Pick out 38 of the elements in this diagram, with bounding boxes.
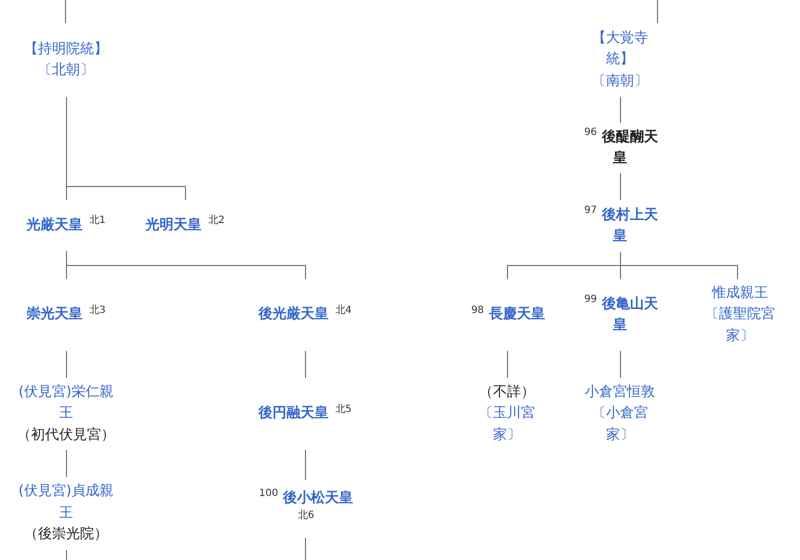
connector-line [620, 350, 621, 378]
connector-line [620, 96, 621, 124]
court-name: 〔南朝〕 [592, 72, 648, 91]
connector-line [66, 250, 306, 280]
connector-line [65, 0, 66, 24]
connector-line [66, 450, 67, 478]
connector-line [507, 350, 508, 378]
emperor-name: 後円融天皇 $^{北5}$ [258, 403, 352, 424]
connector-line [620, 172, 621, 200]
connector-line [305, 450, 306, 480]
house-name: 〔護聖院宮家〕 [704, 305, 776, 346]
connector-line [66, 96, 186, 200]
prince-name: 惟成親王 [712, 284, 768, 303]
court-name: 〔北朝〕 [38, 61, 94, 80]
connector-line [305, 350, 306, 378]
prince-name: 小倉宮恒敦 [585, 382, 655, 402]
emperor-name: $^{97}$ 後村上天皇 [583, 204, 659, 246]
emperor-name: 光厳天皇 $^{北1}$ [26, 214, 106, 235]
person-note: （不詳） [479, 382, 535, 402]
lineage-name: 【大覚寺統】 [591, 28, 649, 70]
connector-line [305, 538, 306, 560]
emperor-name: $^{99}$ 後亀山天皇 [583, 294, 659, 335]
house-name: 〔小倉宮家〕 [591, 404, 649, 445]
emperor-name: 光明天皇 $^{北2}$ [145, 214, 225, 235]
title-note: （初代伏見宮） [17, 426, 115, 445]
emperor-name: 後光厳天皇 $^{北4}$ [258, 304, 352, 324]
connector-line [66, 350, 67, 378]
emperor-name: $^{96}$ 後醍醐天皇 [583, 126, 659, 168]
emperor-name: 崇光天皇 $^{北3}$ [26, 304, 106, 324]
prince-name: (伏見宮)栄仁親王 [18, 382, 114, 424]
prince-name: (伏見宮)貞成親王 [18, 482, 114, 523]
connector-line [66, 550, 67, 560]
title-note: （後崇光院） [24, 525, 108, 544]
connector-line [620, 252, 738, 280]
emperor-name: $^{98}$ 長慶天皇 [470, 304, 545, 324]
lineage-name: 【持明院統】 [24, 40, 108, 58]
house-name: 〔玉川宮家〕 [478, 404, 536, 445]
connector-line [657, 0, 658, 24]
